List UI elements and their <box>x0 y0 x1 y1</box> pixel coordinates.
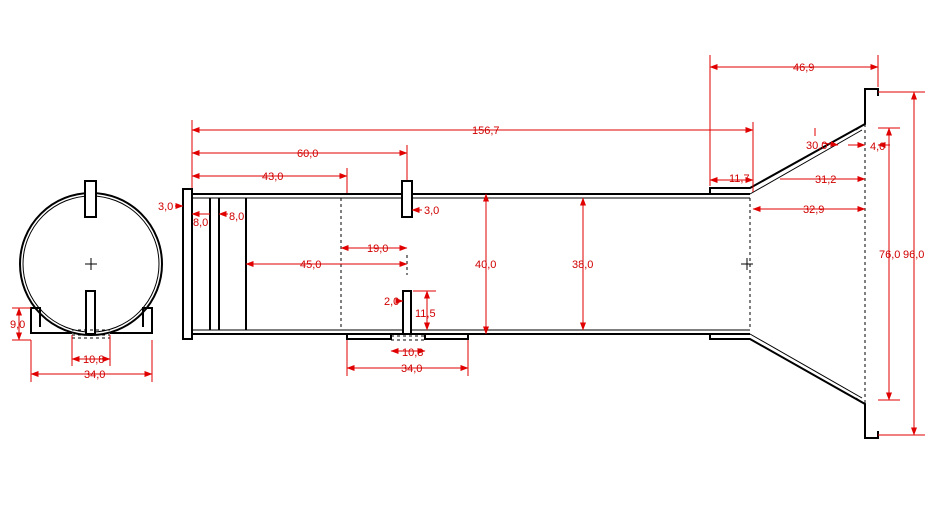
dim-34-0-mid: 34,0 <box>401 363 422 375</box>
dim-4-0: 4,0 <box>870 141 885 153</box>
dim-32-9: 32,9 <box>803 204 824 216</box>
dim-2-0: 2,0 <box>384 296 399 308</box>
side-stand-left <box>346 333 392 340</box>
nozzle-bottom-inner <box>749 333 863 399</box>
nozzle-bottom <box>709 334 879 439</box>
dim-45-0: 45,0 <box>300 259 321 271</box>
dim-76-0: 76,0 <box>879 249 900 261</box>
dim-38-0: 38,0 <box>572 259 593 271</box>
dim-43-0: 43,0 <box>262 171 283 183</box>
dim-19-0: 19,0 <box>367 243 388 255</box>
dim-11-7: 11,7 <box>729 173 750 185</box>
side-stand-right <box>424 333 469 340</box>
nozzle-rim-bot <box>855 397 866 405</box>
stand-right <box>110 307 153 334</box>
dim-30-0: 30,0 <box>806 140 827 152</box>
side-bottom-tab <box>402 290 412 335</box>
top-tab <box>84 180 97 218</box>
dim-3-0-slot: 3,0 <box>424 205 439 217</box>
side-view <box>182 88 879 439</box>
dim-34-0-left: 34,0 <box>84 369 105 381</box>
dim-40-0: 40,0 <box>475 259 496 271</box>
dim-8-0-b: 8,0 <box>229 211 244 223</box>
dim-96-0: 96,0 <box>903 249 924 261</box>
bottom-tab <box>85 290 96 335</box>
dim-60-0: 60,0 <box>297 148 318 160</box>
dim-30-0-line <box>821 141 839 148</box>
dim-156-7: 156,7 <box>472 125 500 137</box>
dim-11-5: 11,5 <box>415 308 436 320</box>
dim-9-0: 9,0 <box>10 319 25 331</box>
dim-31-2: 31,2 <box>815 174 836 186</box>
dim-10-8-mid: 10,8 <box>402 347 423 359</box>
end-flange <box>182 188 193 340</box>
end-view: 9,0 10,8 34,0 <box>10 180 163 382</box>
side-dimensions: 46,9 156,7 60,0 43,0 3,0 8,0 8,0 3,0 19,… <box>158 55 925 436</box>
dim-10-8-left: 10,8 <box>83 354 104 366</box>
dim-8-0-a: 8,0 <box>193 217 208 229</box>
dim-46-9: 46,9 <box>793 62 814 74</box>
nozzle-rim-top <box>855 123 866 131</box>
side-top-tab <box>401 180 413 218</box>
dim-3-0-left: 3,0 <box>158 201 173 213</box>
nozzle-top-inner <box>749 129 863 195</box>
